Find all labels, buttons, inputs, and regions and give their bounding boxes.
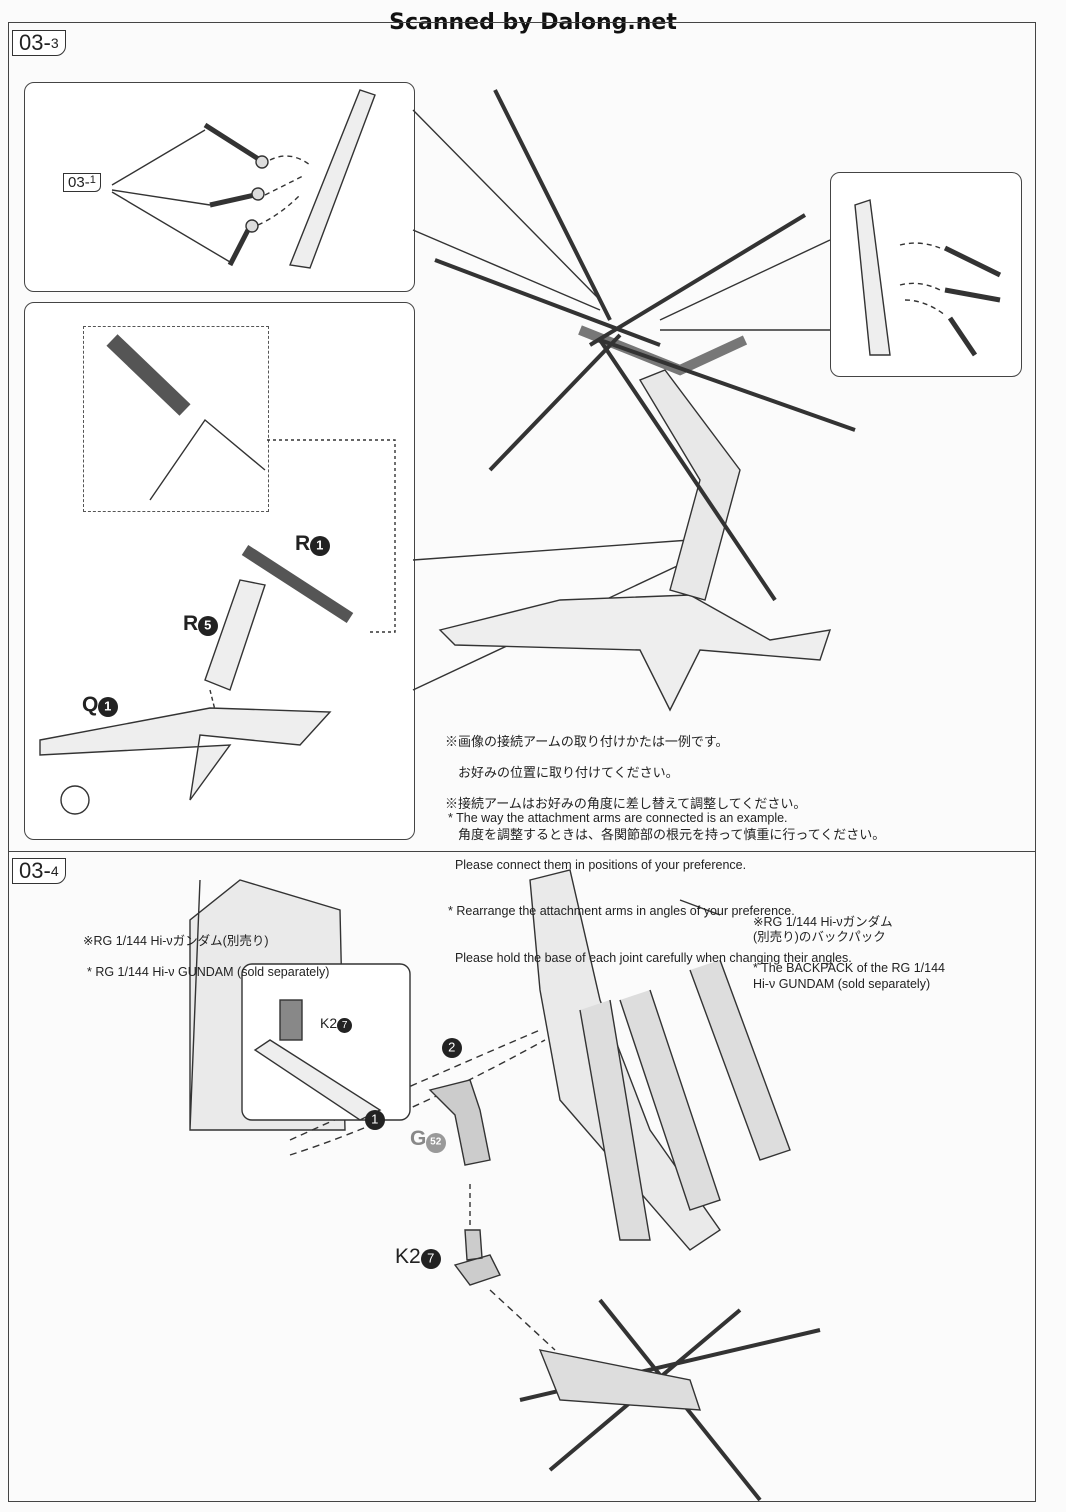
order-number: 2	[448, 1039, 456, 1055]
part-letter: G	[410, 1127, 427, 1150]
note-line: ※RG 1/144 Hi-νガンダム (別売り)のバックパック	[753, 914, 893, 945]
note-line: Please connect them in positions of your…	[448, 857, 747, 872]
part-number: 7	[427, 1250, 435, 1266]
note-line: ※接続アームはお好みの角度に差し替えて調整してください。	[445, 795, 807, 811]
reference-step-03-1: 03-1	[63, 173, 101, 192]
part-letter: K2	[395, 1245, 421, 1268]
part-letter: K2	[320, 1015, 338, 1031]
note-line: * Rearrange the attachment arms in angle…	[448, 904, 795, 918]
section-divider	[8, 851, 1035, 852]
order-marker-1: 1	[360, 1105, 390, 1135]
order-number: 1	[371, 1111, 379, 1127]
notes-japanese: ※画像の接続アームの取り付けかたは一例です。 お好みの位置に取り付けてください。…	[445, 718, 885, 858]
part-number: 5	[204, 617, 212, 633]
gundam-note: ※RG 1/144 Hi-νガンダム(別売り) * RG 1/144 Hi-ν …	[83, 918, 329, 996]
part-number: 52	[430, 1137, 442, 1148]
step-label-03-4: 03-4	[12, 858, 66, 884]
step-number: 03	[19, 30, 44, 55]
part-number: 1	[104, 698, 112, 714]
step-sub: 4	[50, 863, 59, 879]
note-line: ※RG 1/144 Hi-νガンダム(別売り)	[83, 933, 269, 948]
note-line: * The BACKPACK of the RG 1/144 Hi-ν GUND…	[753, 961, 945, 991]
ref-number: 03	[68, 174, 85, 191]
page-frame	[8, 22, 1036, 1502]
step-number: 03	[19, 858, 44, 883]
part-label-k2-7: K2 7	[395, 1244, 445, 1274]
part-letter: R	[183, 612, 199, 635]
detail-closeup-box	[83, 326, 269, 512]
notes-english: * The way the attachment arms are connec…	[448, 780, 852, 997]
backpack-note: ※RG 1/144 Hi-νガンダム (別売り)のバックパック * The BA…	[753, 899, 945, 1008]
ref-sub: 1	[89, 174, 96, 186]
note-line: 角度を調整するときは、各関節部の根元を持って慎重に行ってください。	[445, 826, 886, 842]
note-line: * The way the attachment arms are connec…	[448, 811, 788, 825]
part-number: 1	[316, 537, 324, 553]
note-line: お好みの位置に取り付けてください。	[445, 764, 679, 780]
note-line: ※画像の接続アームの取り付けかたは一例です。	[445, 733, 729, 749]
note-line: Please hold the base of each joint caref…	[448, 950, 852, 965]
part-letter: Q	[82, 693, 99, 716]
step-sub: 3	[50, 35, 59, 51]
part-letter: R	[295, 532, 311, 555]
step-label-03-3: 03-3	[12, 30, 66, 56]
order-marker-2: 2	[437, 1033, 467, 1063]
note-line: * RG 1/144 Hi-ν GUNDAM (sold separately)	[87, 964, 330, 979]
part-number: 7	[341, 1020, 348, 1031]
